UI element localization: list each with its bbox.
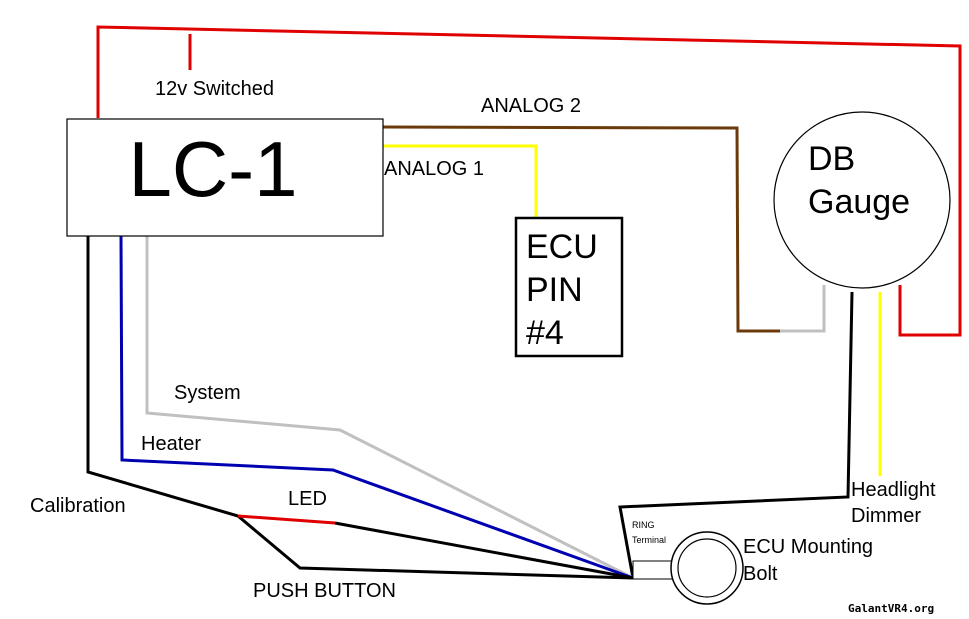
gauge-label-line1: DB bbox=[808, 140, 855, 178]
lc1-box bbox=[66, 118, 384, 237]
label-led: LED bbox=[288, 488, 327, 510]
db-gauge bbox=[773, 111, 951, 289]
ecu-pin-box bbox=[514, 216, 624, 358]
ecu-pin-line1: ECU bbox=[526, 228, 598, 266]
ecu-mounting-bolt-inner bbox=[677, 538, 737, 598]
gauge-gray-wire bbox=[780, 285, 826, 333]
ecu-pin-line2: PIN bbox=[526, 271, 583, 309]
label-dimmer: Dimmer bbox=[851, 505, 921, 527]
led-wire-black bbox=[334, 521, 634, 580]
gauge-ground-wire bbox=[618, 291, 854, 579]
red-12v-wire bbox=[96, 25, 962, 337]
lc1-title: LC-1 bbox=[128, 125, 297, 213]
label-headlight: Headlight bbox=[851, 479, 936, 501]
label-ecu-mounting: ECU Mounting bbox=[743, 536, 873, 558]
led-wire-red bbox=[237, 514, 336, 525]
label-heater: Heater bbox=[141, 433, 201, 455]
ecu-mounting-bolt-outer bbox=[670, 531, 744, 605]
label-12v-switched: 12v Switched bbox=[155, 78, 274, 100]
watermark: GalantVR4.org bbox=[848, 602, 934, 615]
gauge-label-line2: Gauge bbox=[808, 183, 910, 221]
label-system: System bbox=[174, 382, 241, 404]
heater-wire bbox=[119, 235, 634, 580]
ecu-pin-line3: #4 bbox=[526, 314, 564, 352]
label-push-button: PUSH BUTTON bbox=[253, 580, 396, 602]
system-wire bbox=[145, 236, 634, 580]
label-calibration: Calibration bbox=[30, 495, 126, 517]
label-terminal: Terminal bbox=[632, 535, 666, 545]
label-bolt: Bolt bbox=[743, 563, 778, 585]
ring-terminal bbox=[632, 560, 676, 580]
label-analog1: ANALOG 1 bbox=[384, 158, 484, 180]
label-ring: RING bbox=[632, 520, 655, 530]
label-analog2: ANALOG 2 bbox=[481, 95, 581, 117]
analog2-wire bbox=[382, 125, 780, 333]
analog1-wire bbox=[383, 144, 538, 218]
